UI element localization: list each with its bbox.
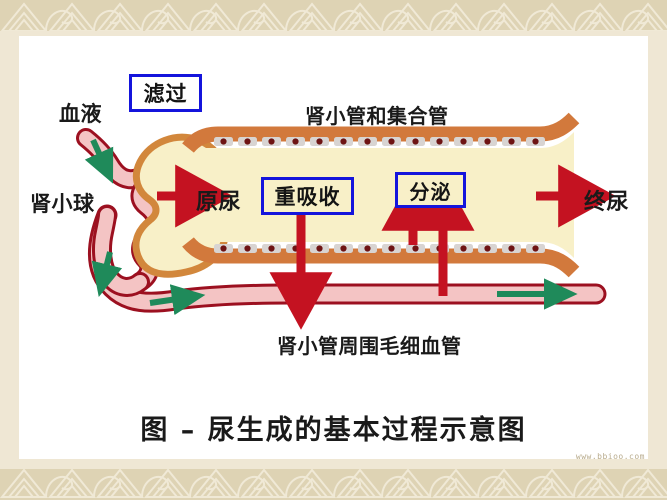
border-pattern-top [0,0,667,34]
label-peritubular-capillary: 肾小管周围毛细血管 [277,334,462,358]
flow-arrow-efferent [91,251,123,297]
process-box-reabsorption-label: 重吸收 [274,185,341,209]
label-final-urine: 终尿 [584,190,630,215]
process-box-secretion[interactable]: 分泌 [395,172,466,208]
label-blood: 血液 [59,102,102,126]
border-pattern-bottom [0,466,667,500]
top-decorative-border [0,0,667,34]
process-arrows [157,164,616,330]
blood-flow-arrows [84,138,578,316]
process-box-secretion-label: 分泌 [409,179,452,204]
tubule-wall-bottom [182,237,580,278]
label-tubule-and-collecting-duct: 肾小管和集合管 [305,104,449,128]
renal-tubule-lumen [196,132,574,258]
label-primary-urine: 原尿 [196,190,242,215]
flow-arrow-capillary-left [149,284,206,316]
tubule-wall-top [182,112,580,153]
figure-caption: 图 – 尿生成的基本过程示意图 [140,415,527,446]
bottom-decorative-border [0,466,667,500]
watermark: www.bbioo.com [575,452,645,461]
flow-arrow-afferent [84,138,114,184]
process-box-reabsorption[interactable]: 重吸收 [261,177,354,215]
label-glomerulus: 肾小球 [30,192,95,216]
process-box-filtration[interactable]: 滤过 [129,74,202,112]
process-box-filtration-label: 滤过 [143,82,188,106]
tubule-cells-top [214,137,545,146]
